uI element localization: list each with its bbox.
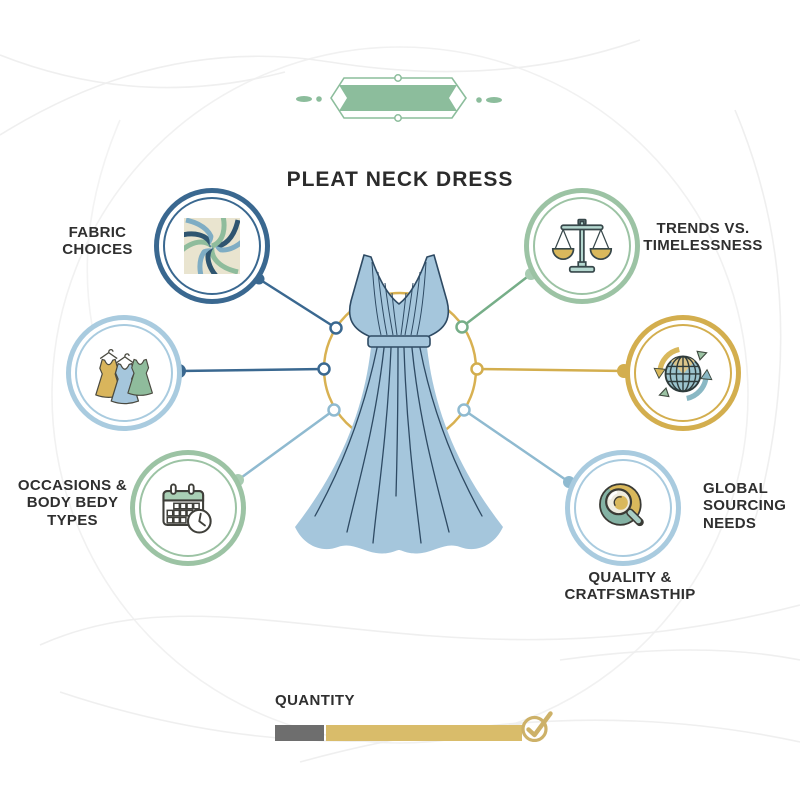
- banner-ribbon: [339, 85, 457, 111]
- label-line: SOURCING: [703, 497, 787, 515]
- connector-dot-quality: [563, 476, 575, 488]
- node-occasions-body-types: [139, 459, 237, 557]
- node-fabric-choices: [163, 197, 261, 295]
- connector-line-trends: [460, 272, 533, 329]
- banner-side-decor-left: [296, 96, 322, 102]
- dress-illustration: [295, 254, 503, 554]
- connector-line-dresses: [177, 367, 326, 373]
- label-line: NEEDS: [703, 514, 757, 532]
- dress-belt: [367, 335, 431, 348]
- label-trends-vs-timelessness: TRENDS VS. TIMELESSNESS: [628, 220, 778, 255]
- connector-line-fabric: [257, 277, 338, 330]
- connector-dot-global: [617, 364, 631, 378]
- dress-skirt-pleats: [314, 347, 483, 544]
- connector-line-occasions: [236, 408, 336, 482]
- label-quality-craftsmanship: QUALITY & CRATFSMASTHIP: [545, 569, 715, 604]
- label-line: CRATFSMASTHIP: [564, 586, 696, 604]
- dress-bodice: [348, 254, 450, 338]
- dress-skirt: [295, 347, 503, 554]
- node-trends-vs-timelessness: [533, 197, 631, 295]
- label-fabric-choices: FABRIC CHOICES: [25, 224, 170, 259]
- calendar-clock-icon: [162, 483, 212, 534]
- label-global-sourcing-needs: GLOBAL SOURCING NEEDS: [703, 480, 800, 532]
- label-line: TRENDS VS.: [656, 220, 750, 237]
- label-line: FABRIC: [68, 224, 127, 241]
- quantity-bar-gray-segment: [275, 725, 324, 741]
- node-dress-styles: [75, 324, 173, 422]
- hub-dot-occasions: [327, 403, 341, 417]
- label-line: BODY BEDY: [26, 494, 119, 512]
- check-circle-icon: [521, 708, 559, 742]
- connector-line-global: [475, 367, 626, 373]
- page-title: PLEAT NECK DRESS: [286, 168, 514, 191]
- hub-dot-trends: [455, 320, 469, 334]
- connector-dot-fabric: [253, 273, 265, 285]
- dresses-rack-icon: [95, 348, 153, 405]
- hub-dot-dresses: [317, 362, 331, 376]
- magnifier-icon: [599, 483, 644, 527]
- quantity-label: QUANTITY: [275, 692, 355, 709]
- label-occasions-body-types: OCCASIONS & BODY BEDY TYPES: [0, 477, 145, 529]
- node-quality-craftsmanship: [574, 459, 672, 557]
- label-line: GLOBAL: [703, 480, 769, 497]
- connector-dot-occasions: [232, 474, 244, 486]
- node-global-sourcing-needs: [634, 324, 732, 422]
- label-line: OCCASIONS &: [17, 477, 128, 494]
- connector-line-quality: [462, 408, 571, 484]
- connector-dot-trends: [525, 268, 537, 280]
- banner-frame: [330, 77, 467, 119]
- quantity-bar-gold-segment: [326, 725, 522, 741]
- fabric-swirl-icon: [184, 218, 240, 274]
- hub-dot-fabric: [329, 321, 343, 335]
- connector-dot-dresses: [172, 364, 186, 378]
- label-line: CHOICES: [62, 241, 133, 259]
- hub-dots: [317, 320, 484, 417]
- connector-lines: [177, 272, 626, 484]
- hub-dot-global: [470, 362, 484, 376]
- dress-bodice-gathers: [371, 261, 427, 336]
- label-line: TYPES: [47, 511, 98, 529]
- globe-arrows-icon: [653, 346, 713, 401]
- label-line: TIMELESSNESS: [643, 237, 763, 255]
- ribbon-banner-icon: [296, 74, 502, 122]
- hub-dot-quality: [457, 403, 471, 417]
- connector-dots: [172, 268, 631, 488]
- label-line: QUALITY &: [588, 569, 672, 586]
- balance-scale-icon: [551, 218, 613, 273]
- banner-side-decor-right: [476, 97, 502, 103]
